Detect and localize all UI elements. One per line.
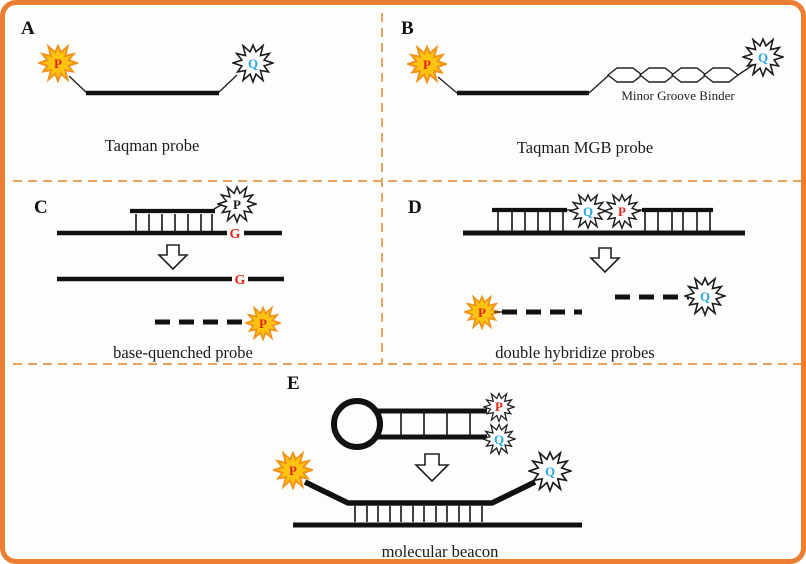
minor-groove-binder-hexagon-chain — [606, 67, 740, 83]
hexagon — [638, 67, 676, 83]
base-pair-rungs — [135, 214, 213, 231]
panel-e-caption: molecular beacon — [382, 542, 499, 561]
guanine-base-label: G — [235, 273, 246, 288]
panel-e-letter: E — [287, 373, 300, 394]
panel-a-taqman-probe: A P Q Taqman probe — [21, 18, 274, 155]
panel-b-caption: Taqman MGB probe — [517, 138, 653, 157]
panel-d-double-hybridize-probes: D Q P P Q double hybridize probes — [408, 194, 745, 362]
linker-line — [68, 75, 88, 94]
fluorophore-label: P — [54, 56, 62, 71]
down-arrow-icon — [589, 247, 621, 274]
panel-a-letter: A — [21, 18, 35, 39]
linker-line — [437, 76, 458, 94]
fluorophore-label: P — [423, 57, 431, 72]
quencher-label: Q — [545, 464, 555, 479]
panel-c-base-quenched-probe: C P G G P base-quenched probe — [34, 186, 284, 362]
down-arrow-icon — [157, 244, 189, 271]
fluorophore-label: P — [478, 305, 486, 320]
panel-c-letter: C — [34, 197, 48, 218]
panel-b-taqman-mgb-probe: B P Q Minor Groove Binder Taqman MGB pro… — [401, 18, 784, 157]
panel-a-caption: Taqman probe — [105, 136, 200, 155]
hairpin-loop — [331, 398, 383, 450]
linker-line — [737, 64, 754, 76]
panel-dividers — [13, 13, 801, 365]
linker-line — [213, 204, 222, 210]
panel-d-letter: D — [408, 197, 422, 218]
quencher-label: Q — [248, 56, 258, 71]
hexagon — [670, 67, 708, 83]
fluorophore-label: P — [259, 316, 267, 331]
base-pair-rungs-left — [497, 212, 564, 231]
linker-line — [588, 74, 610, 94]
quencher-label: Q — [494, 432, 504, 447]
minor-groove-binder-annotation: Minor Groove Binder — [621, 88, 735, 103]
panel-d-caption: double hybridize probes — [495, 343, 654, 362]
down-arrow-icon — [414, 453, 450, 483]
fluorophore-label: P — [495, 399, 503, 414]
linker-line — [217, 74, 238, 94]
stem-base-pair-rungs — [400, 413, 471, 435]
panel-c-caption: base-quenched probe — [113, 343, 253, 362]
base-pair-rungs-right — [644, 212, 711, 231]
quencher-label: Q — [583, 204, 593, 219]
opened-beacon-strand — [303, 479, 537, 506]
hexagon — [606, 67, 644, 83]
guanine-base-label: G — [230, 227, 241, 242]
probe-types-diagram: A P Q Taqman probe B P Q Minor Groove Bi… — [13, 13, 801, 561]
fluorophore-label: P — [233, 197, 241, 212]
quencher-label: Q — [700, 289, 710, 304]
quencher-label: Q — [758, 50, 768, 65]
panel-b-letter: B — [401, 18, 414, 39]
panel-e-molecular-beacon: E P Q P Q molecular beacon — [273, 373, 582, 561]
base-pair-rungs — [354, 506, 483, 522]
fluorophore-label: P — [289, 463, 297, 478]
fluorophore-label: P — [618, 204, 626, 219]
hexagon — [702, 67, 740, 83]
